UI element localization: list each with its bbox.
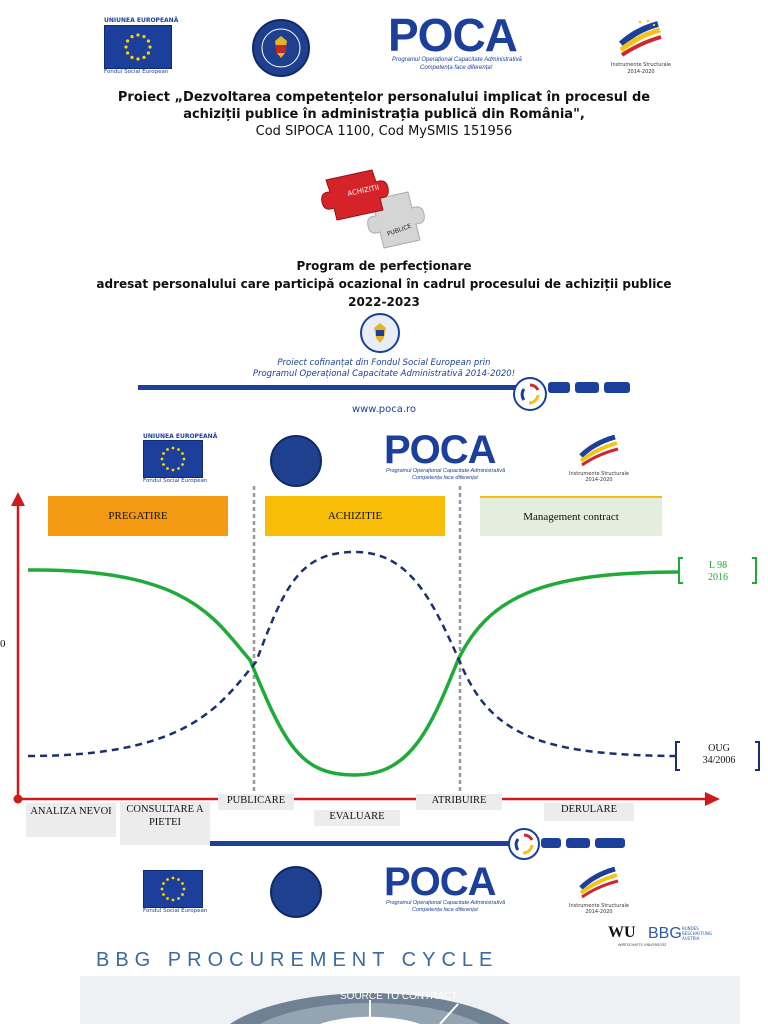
program-line1: Program de perfecționare [296,259,472,273]
band-segment-2 [575,382,599,393]
poca-motto-3: Competența face diferența! [412,907,479,913]
poca-subtitle-3: Programul Operațional Capacitate Adminis… [386,900,506,906]
poca-website-link[interactable]: www.poca.ro [351,404,417,415]
legend-blue-bracket-right [755,741,760,771]
band-line-2 [210,841,510,846]
government-seal-icon-3 [270,866,322,918]
cofinance-line1: Proiect cofinanțat din Fondul Social Eur… [277,358,491,368]
ring-outer-label: SOURCE TO CONTRACT [340,991,457,1002]
band-2-segment-1 [541,838,561,848]
poca-motto: Competența face diferența! [420,65,493,71]
band-segment-1 [548,382,570,393]
eu-subcaption: Fondul Social European [104,69,169,75]
procurement-curve-chart [11,486,760,806]
bbg-subtitle: BUNDES BESCHAFFUNG AUSTRIA [682,926,712,941]
cofinance-line2: Programul Operațional Capacitate Adminis… [252,369,516,379]
step-atribuire: ATRIBUIRE [416,794,502,810]
is-caption: Instrumente Structurale [611,62,671,68]
legend-blue-bracket-left [675,741,680,771]
project-title-line2: achiziții publice în administrația publi… [183,107,585,122]
legend-oug-line2: 34/2006 [702,755,736,766]
y-axis-arrow [11,492,25,506]
ring-inner-label: STRATEGY [346,1016,386,1024]
poca-logo: POCA [388,9,518,61]
band-segment-3 [604,382,630,393]
project-code: Cod SIPOCA 1100, Cod MySMIS 151956 [255,124,513,139]
legend-oug-line1: OUG [708,743,730,754]
bottom-logo-row: Fondul Social European POCA Programul Op… [0,860,768,930]
bbg-sub-3: AUSTRIA [682,936,700,941]
is-years-2: 2014-2020 [585,477,613,483]
step-publicare: PUBLICARE [218,794,294,810]
bbg-logo: BBG [648,925,682,942]
x-axis-arrow [705,792,720,806]
middle-logo-row: UNIUNEA EUROPEANĂ Fondul Social European… [0,430,768,500]
ana-emblem-icon [360,313,400,353]
government-seal-icon-2 [270,435,322,487]
cycle-ring-graphic: SOURCE TO CONTRACT STRATEGY [230,991,510,1024]
is-caption-3: Instrumente Structurale [569,903,629,909]
eu-subcaption-2: Fondul Social European [143,478,208,484]
poca-subtitle: Programul Operațional Capacitate Adminis… [392,57,522,63]
eu-flag-icon-2 [143,440,203,478]
legend-oug: OUG 34/2006 [686,743,752,767]
band-line [138,385,518,390]
bbg-sub-2: BESCHAFFUNG [682,931,712,936]
poca-subtitle-2: Programul Operațional Capacitate Adminis… [386,468,506,474]
eu-caption: UNIUNEA EUROPEANĂ [104,17,179,24]
wu-subtitle: WIRTSCHAFTS UNIVERSITÄT [618,943,667,947]
is-caption-2: Instrumente Structurale [569,471,629,477]
y-axis-fragment: 0 [0,638,6,650]
legend-green-bracket-right [752,557,757,584]
axis-origin [13,794,23,804]
government-seal-icon [252,19,310,77]
phase-management-contract: Management contract [480,496,662,536]
project-title-line1: Proiect „Dezvoltarea competențelor perso… [117,90,651,105]
poca-logo-2: POCA [384,428,497,472]
eu-subcaption-3: Fondul Social European [143,908,208,914]
poca-motto-2: Competența face diferența! [412,475,479,481]
band-2-segment-3 [595,838,625,848]
structural-instruments-icon-3 [578,864,620,900]
step-analiza-nevoi: ANALIZA NEVOI [26,803,116,837]
legend-l98-line2: 2016 [708,572,728,583]
green-curve-l98 [27,568,681,777]
program-line2: adresat personalului care participă ocaz… [96,277,672,291]
structural-instruments-icon [618,18,664,58]
band-2-segment-2 [566,838,590,848]
legend-green-bracket-left [678,557,683,584]
band-cycle-icon-2 [508,828,540,860]
legend-l98-line1: L 98 [708,560,728,571]
cycle-title: BBG PROCUREMENT CYCLE [96,949,499,971]
step-evaluare: EVALUARE [314,810,400,826]
structural-instruments-icon-2 [578,432,620,468]
top-logo-row: UNIUNEA EUROPEANĂ Fondul Social European… [0,12,768,82]
wu-logo: WU [608,924,636,941]
phase-achizitie: ACHIZITIE [265,496,445,536]
eu-flag-icon-3 [143,870,203,908]
puzzle-image: ACHIZITII PUBLICE [316,160,436,252]
program-line3: 2022-2023 [348,295,420,309]
eu-flag-icon [104,25,172,69]
eu-caption-2: UNIUNEA EUROPEANĂ [143,433,218,440]
poca-logo-3: POCA [384,860,497,904]
phase-pregatire: PREGATIRE [48,496,228,536]
is-years-3: 2014-2020 [585,909,613,915]
step-derulare: DERULARE [544,803,634,821]
legend-l98: L 98 2016 [688,560,748,584]
bbg-sub-1: BUNDES [682,926,699,931]
step-consultare-piata: CONSULTARE A PIETEI [120,802,210,845]
is-years: 2014-2020 [627,69,655,75]
blue-curve-oug [27,550,676,758]
band-cycle-icon [513,377,547,411]
